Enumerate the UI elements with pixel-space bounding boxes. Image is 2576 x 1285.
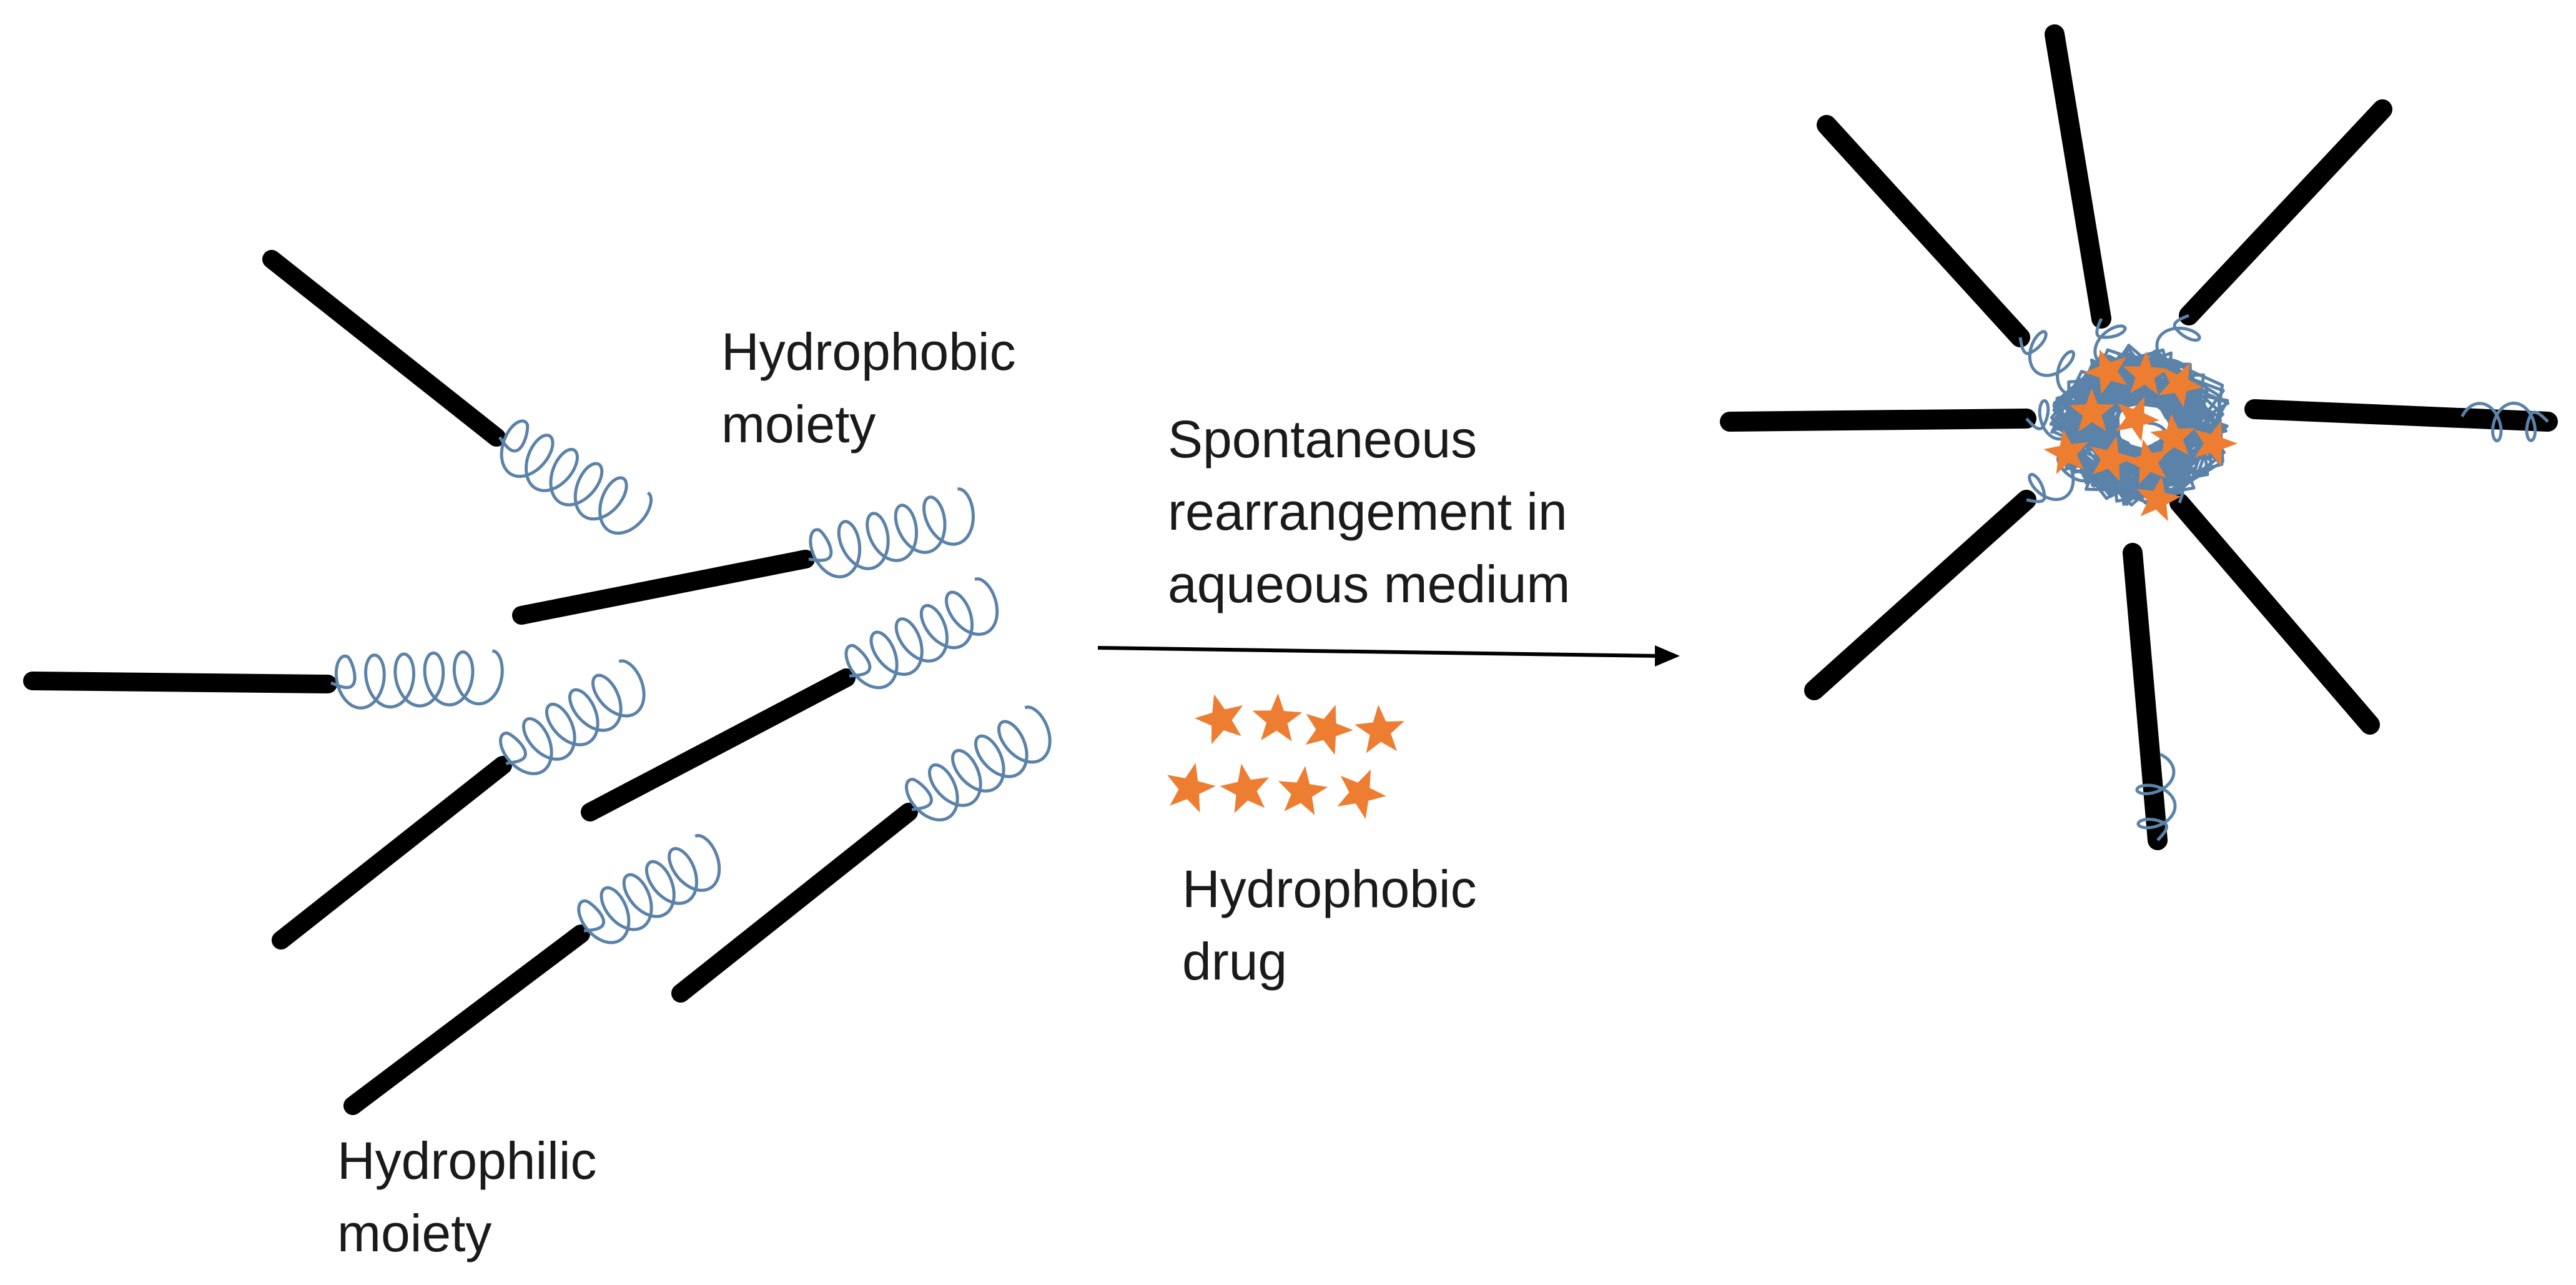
- drug-star-icon: [2124, 439, 2169, 484]
- amphiphile-molecule: [512, 487, 975, 625]
- amphiphile-molecule: [343, 834, 721, 1115]
- hydrophobic-coil: [498, 419, 653, 535]
- label-line: aqueous medium: [1168, 555, 1571, 613]
- amphiphile-molecule: [262, 250, 653, 535]
- drug-star-icon: [2084, 349, 2128, 395]
- hydrophilic-rod: [512, 550, 815, 625]
- hydrophobic-coil: [844, 577, 999, 690]
- hydrophilic-rod: [272, 756, 512, 950]
- label-line: moiety: [337, 1204, 492, 1263]
- hydrophobic-coil: [2460, 401, 2549, 443]
- rearrangement-label: Spontaneous rearrangement in aqueous med…: [1168, 403, 1570, 620]
- hydrophilic-rod: [1817, 115, 2030, 347]
- hydrophobic-coil: [499, 659, 646, 775]
- tangled-hydrophobic-core: [2018, 314, 2549, 841]
- label-line: Hydrophobic: [1182, 860, 1477, 918]
- drug-star-icon: [1167, 763, 1216, 813]
- hydrophilic-rod: [2045, 24, 2111, 329]
- drug-star-icon: [2069, 389, 2115, 432]
- hydrophilic-rod: [2179, 99, 2392, 325]
- hydrophobic-coil: [2026, 454, 2104, 504]
- drug-loaded-micelle: [1720, 24, 2558, 850]
- hydrophilic-rod: [671, 803, 918, 1003]
- drug-star-icon: [2043, 429, 2088, 474]
- amphiphile-molecule: [581, 577, 999, 821]
- hydrophobic-coil: [2135, 753, 2177, 841]
- hydrophobic-coil: [808, 487, 975, 578]
- hydrophilic-rod: [2169, 493, 2380, 735]
- hydrophobic-moiety-label: Hydrophobic moiety: [721, 315, 1016, 460]
- drug-star-icon: [2136, 476, 2181, 522]
- drug-star-icon: [2115, 396, 2159, 442]
- hydrophilic-moiety-label: Hydrophilic moiety: [337, 1124, 597, 1269]
- free-amphiphile-molecules: [23, 250, 1052, 1115]
- label-line: Spontaneous: [1168, 410, 1478, 469]
- drug-star-icon: [1305, 705, 1353, 755]
- drug-star-icon: [2150, 414, 2195, 458]
- amphiphile-molecule: [23, 649, 504, 710]
- label-line: drug: [1182, 932, 1288, 991]
- drug-star-icon: [1195, 694, 1243, 745]
- hydrophobic-coil: [2025, 399, 2113, 443]
- hydrophilic-rod: [1804, 490, 2036, 700]
- hydrophobic-coil: [577, 834, 721, 945]
- label-line: Hydrophilic: [337, 1131, 597, 1190]
- drug-star-icon: [1220, 763, 1270, 813]
- amphiphile-molecule: [272, 659, 646, 950]
- hydrophobic-coil: [905, 705, 1052, 821]
- hydrophobic-drug-stars: [1167, 693, 1404, 820]
- drug-star-icon: [2194, 420, 2238, 467]
- label-line: moiety: [721, 395, 876, 454]
- rearrangement-arrow: [1097, 645, 1680, 667]
- hydrophilic-rod: [1720, 409, 2036, 432]
- drug-star-icon: [1278, 766, 1328, 815]
- drug-star-icon: [2123, 351, 2168, 395]
- drug-star-icon: [1355, 705, 1404, 753]
- hydrophilic-rod: [343, 925, 590, 1115]
- drug-star-icon: [2090, 436, 2134, 482]
- hydrophilic-rod: [262, 250, 506, 447]
- drug-star-icon: [1252, 693, 1303, 742]
- hydrophobic-coil: [2018, 330, 2088, 397]
- label-line: Hydrophobic: [721, 322, 1016, 381]
- hydrophilic-rod: [581, 668, 856, 821]
- drug-star-icon: [1337, 769, 1386, 820]
- arrow-head-icon: [1655, 645, 1680, 667]
- hydrophobic-drug-label: Hydrophobic drug: [1182, 853, 1477, 998]
- drug-star-icon: [2158, 362, 2203, 408]
- hydrophilic-rod: [2244, 399, 2558, 432]
- hydrophobic-coil: [2142, 314, 2201, 394]
- hydrophilic-rod: [23, 672, 337, 693]
- hydrophobic-coil: [330, 649, 504, 710]
- label-line: rearrangement in: [1168, 482, 1567, 541]
- amphiphile-molecule: [671, 705, 1052, 1003]
- hydrophilic-rod: [2123, 543, 2168, 850]
